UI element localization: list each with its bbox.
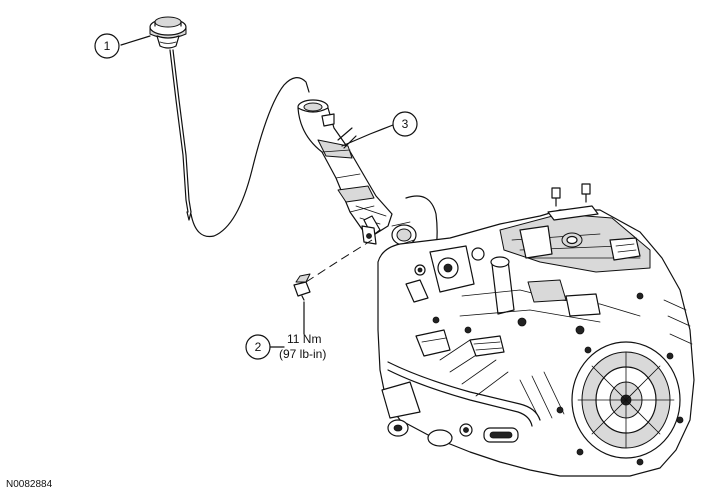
torque-metric: 11 Nm	[287, 332, 321, 346]
transmission-housing	[377, 183, 695, 477]
installation-axis	[305, 239, 373, 283]
torque-imperial: (97 lb-in)	[279, 347, 326, 361]
dipstick-tube	[169, 49, 192, 221]
mounting-bolt	[293, 273, 311, 301]
callout-3: 3	[341, 111, 418, 147]
callout-1-number: 1	[104, 39, 111, 53]
filler-tube	[297, 99, 417, 247]
callout-3-number: 3	[402, 117, 409, 131]
callout-2: 2 11 Nm (97 lb-in)	[245, 301, 326, 361]
dipstick-cap	[149, 16, 187, 49]
callout-2-number: 2	[255, 340, 262, 354]
dipstick-blade-loop	[190, 77, 310, 238]
callout-1: 1	[94, 33, 151, 59]
figure-id: N0082884	[6, 479, 53, 490]
